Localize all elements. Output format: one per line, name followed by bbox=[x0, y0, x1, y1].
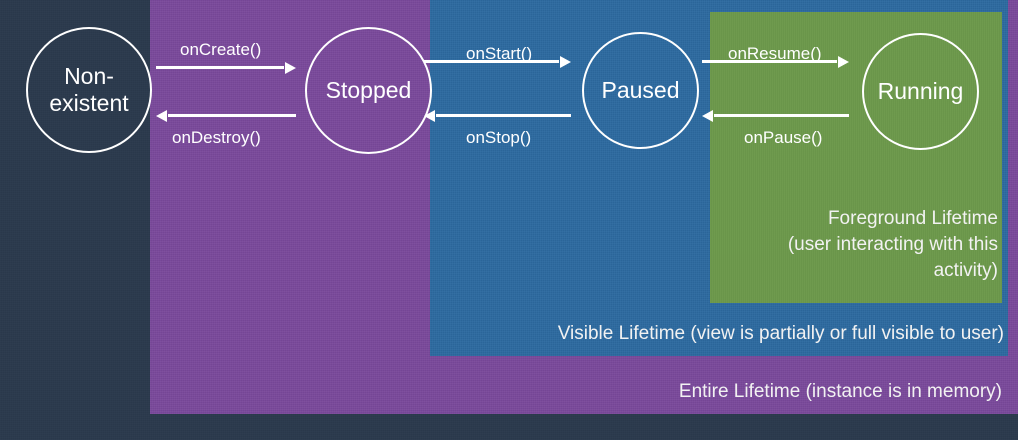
state-node-nonexistent: Non- existent bbox=[26, 27, 152, 153]
arrow-ondestroy bbox=[156, 109, 296, 122]
arrowhead-icon bbox=[838, 55, 849, 68]
transition-label-onstart: onStart() bbox=[466, 44, 533, 63]
arrow-onresume bbox=[702, 55, 849, 68]
transition-label-onstop: onStop() bbox=[466, 128, 532, 147]
arrowhead-icon bbox=[702, 109, 713, 122]
state-node-running: Running bbox=[862, 33, 979, 150]
arrowhead-icon bbox=[560, 55, 571, 68]
transition-label-ondestroy: onDestroy() bbox=[172, 128, 261, 147]
arrowhead-icon bbox=[424, 109, 435, 122]
transition-label-onpause: onPause() bbox=[744, 128, 823, 147]
entire-lifetime-caption: Entire Lifetime (instance is in memory) bbox=[678, 381, 1002, 402]
arrow-onstart bbox=[424, 55, 571, 68]
state-node-paused: Paused bbox=[582, 32, 699, 149]
arrow-onstop bbox=[424, 109, 571, 122]
arrow-oncreate bbox=[156, 61, 296, 74]
visible-lifetime-caption: Visible Lifetime (view is partially or f… bbox=[557, 323, 1004, 344]
arrowhead-icon bbox=[285, 61, 296, 74]
region-foreground-lifetime bbox=[710, 12, 1002, 303]
state-node-stopped: Stopped bbox=[305, 27, 432, 154]
transition-label-oncreate: onCreate() bbox=[180, 40, 262, 59]
arrowhead-icon bbox=[156, 109, 167, 122]
arrow-onpause bbox=[702, 109, 849, 122]
transition-label-onresume: onResume() bbox=[728, 44, 822, 63]
foreground-lifetime-caption: Foreground Lifetime (user interacting wi… bbox=[787, 208, 998, 281]
